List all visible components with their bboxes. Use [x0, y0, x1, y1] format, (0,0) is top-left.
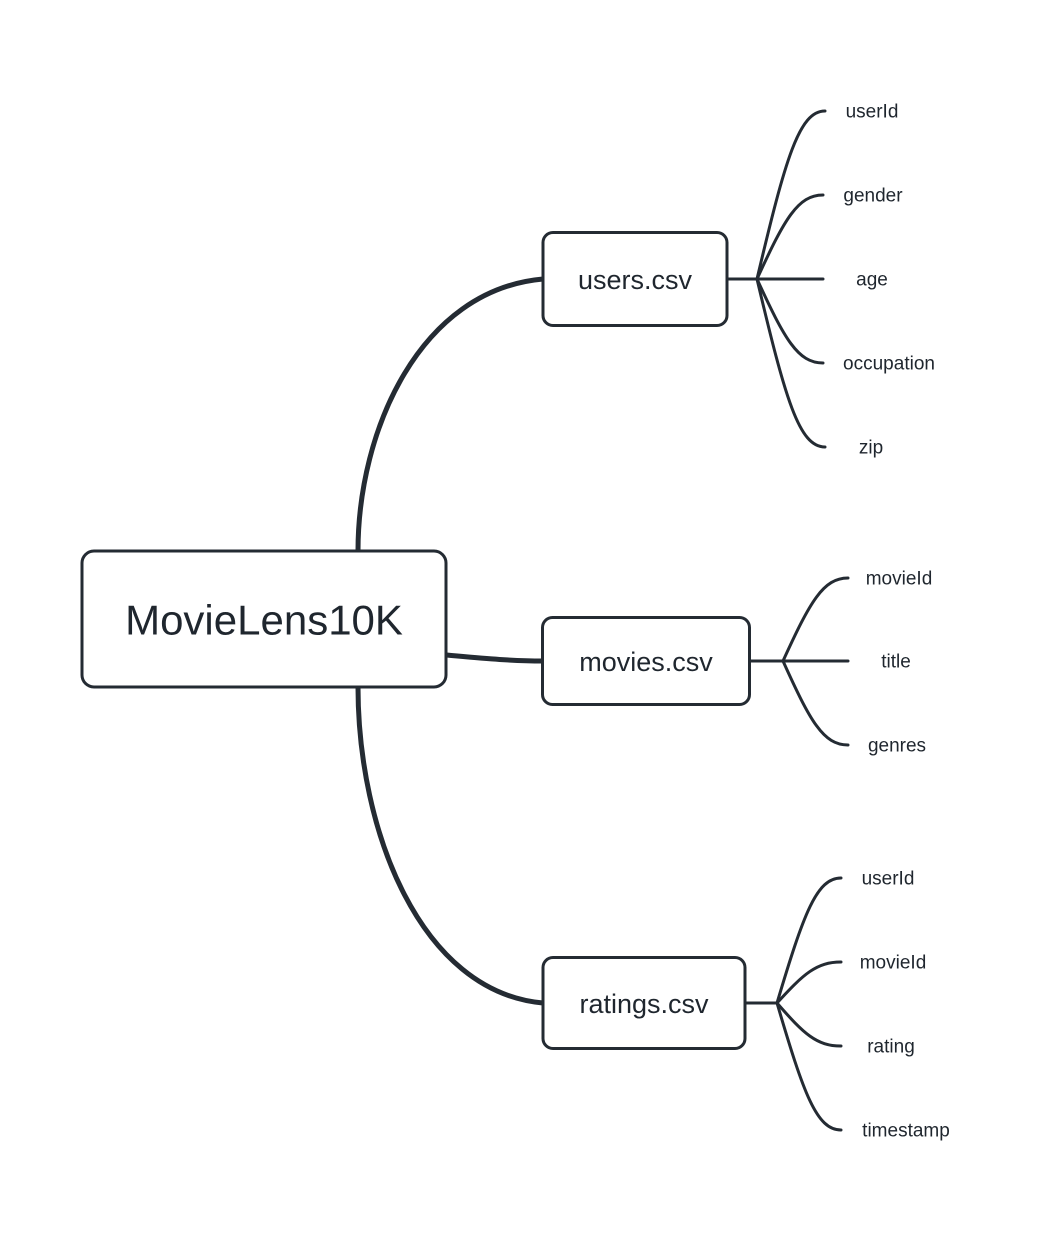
users-label: users.csv	[578, 265, 693, 295]
leaf-label-users-age[interactable]: age	[856, 270, 888, 291]
edge-users-leaf-gender	[755, 193, 825, 281]
main-edges	[355, 276, 546, 1006]
ratings-label: ratings.csv	[579, 989, 709, 1019]
leaf-label-movies-title[interactable]: title	[881, 652, 911, 673]
leaf-label-ratings-movieId[interactable]: movieId	[860, 953, 927, 974]
edge-ratings-leaf-movieId	[775, 960, 843, 1005]
movies-label: movies.csv	[579, 647, 713, 677]
node-movies[interactable]: movies.csv	[541, 616, 751, 706]
movies-box[interactable]	[541, 616, 751, 706]
node-ratings[interactable]: ratings.csv	[541, 956, 747, 1050]
leaf-label-users-zip[interactable]: zip	[859, 438, 883, 459]
edge-users-leaf-occupation	[755, 277, 825, 365]
leaf-label-ratings-userId[interactable]: userId	[862, 869, 915, 890]
root-label: MovieLens10K	[125, 597, 403, 644]
node-root[interactable]: MovieLens10K	[80, 549, 448, 689]
edge-ratings-leaf-userId	[775, 876, 843, 1005]
node-users[interactable]: users.csv	[541, 231, 729, 327]
edge-users-leaf-zip	[755, 277, 827, 449]
ratings-box[interactable]	[541, 956, 747, 1050]
edge-root-to-users	[355, 276, 546, 554]
edge-ratings-leaf-timestamp	[775, 1001, 843, 1132]
root-box[interactable]	[80, 549, 448, 689]
leaf-label-movies-movieId[interactable]: movieId	[866, 569, 933, 590]
edge-movies-leaf-genres	[781, 659, 850, 747]
leaf-label-users-gender[interactable]: gender	[843, 186, 903, 207]
leaf-label-users-userId[interactable]: userId	[846, 102, 899, 123]
leaf-label-users-occupation[interactable]: occupation	[843, 354, 935, 375]
edge-movies-leaf-movieId	[781, 576, 850, 663]
users-box[interactable]	[541, 231, 729, 327]
edge-root-to-ratings	[355, 684, 546, 1006]
edge-root-to-movies	[443, 652, 546, 664]
leaf-label-movies-genres[interactable]: genres	[868, 736, 926, 757]
edge-users-leaf-userId	[755, 109, 827, 281]
leaf-label-ratings-rating[interactable]: rating	[867, 1037, 915, 1058]
edge-ratings-leaf-rating	[775, 1001, 843, 1048]
leaf-edges	[725, 109, 850, 1132]
leaf-label-ratings-timestamp[interactable]: timestamp	[862, 1121, 950, 1142]
leaf-labels: userId gender age occupation zip movieId title…	[843, 102, 950, 1142]
